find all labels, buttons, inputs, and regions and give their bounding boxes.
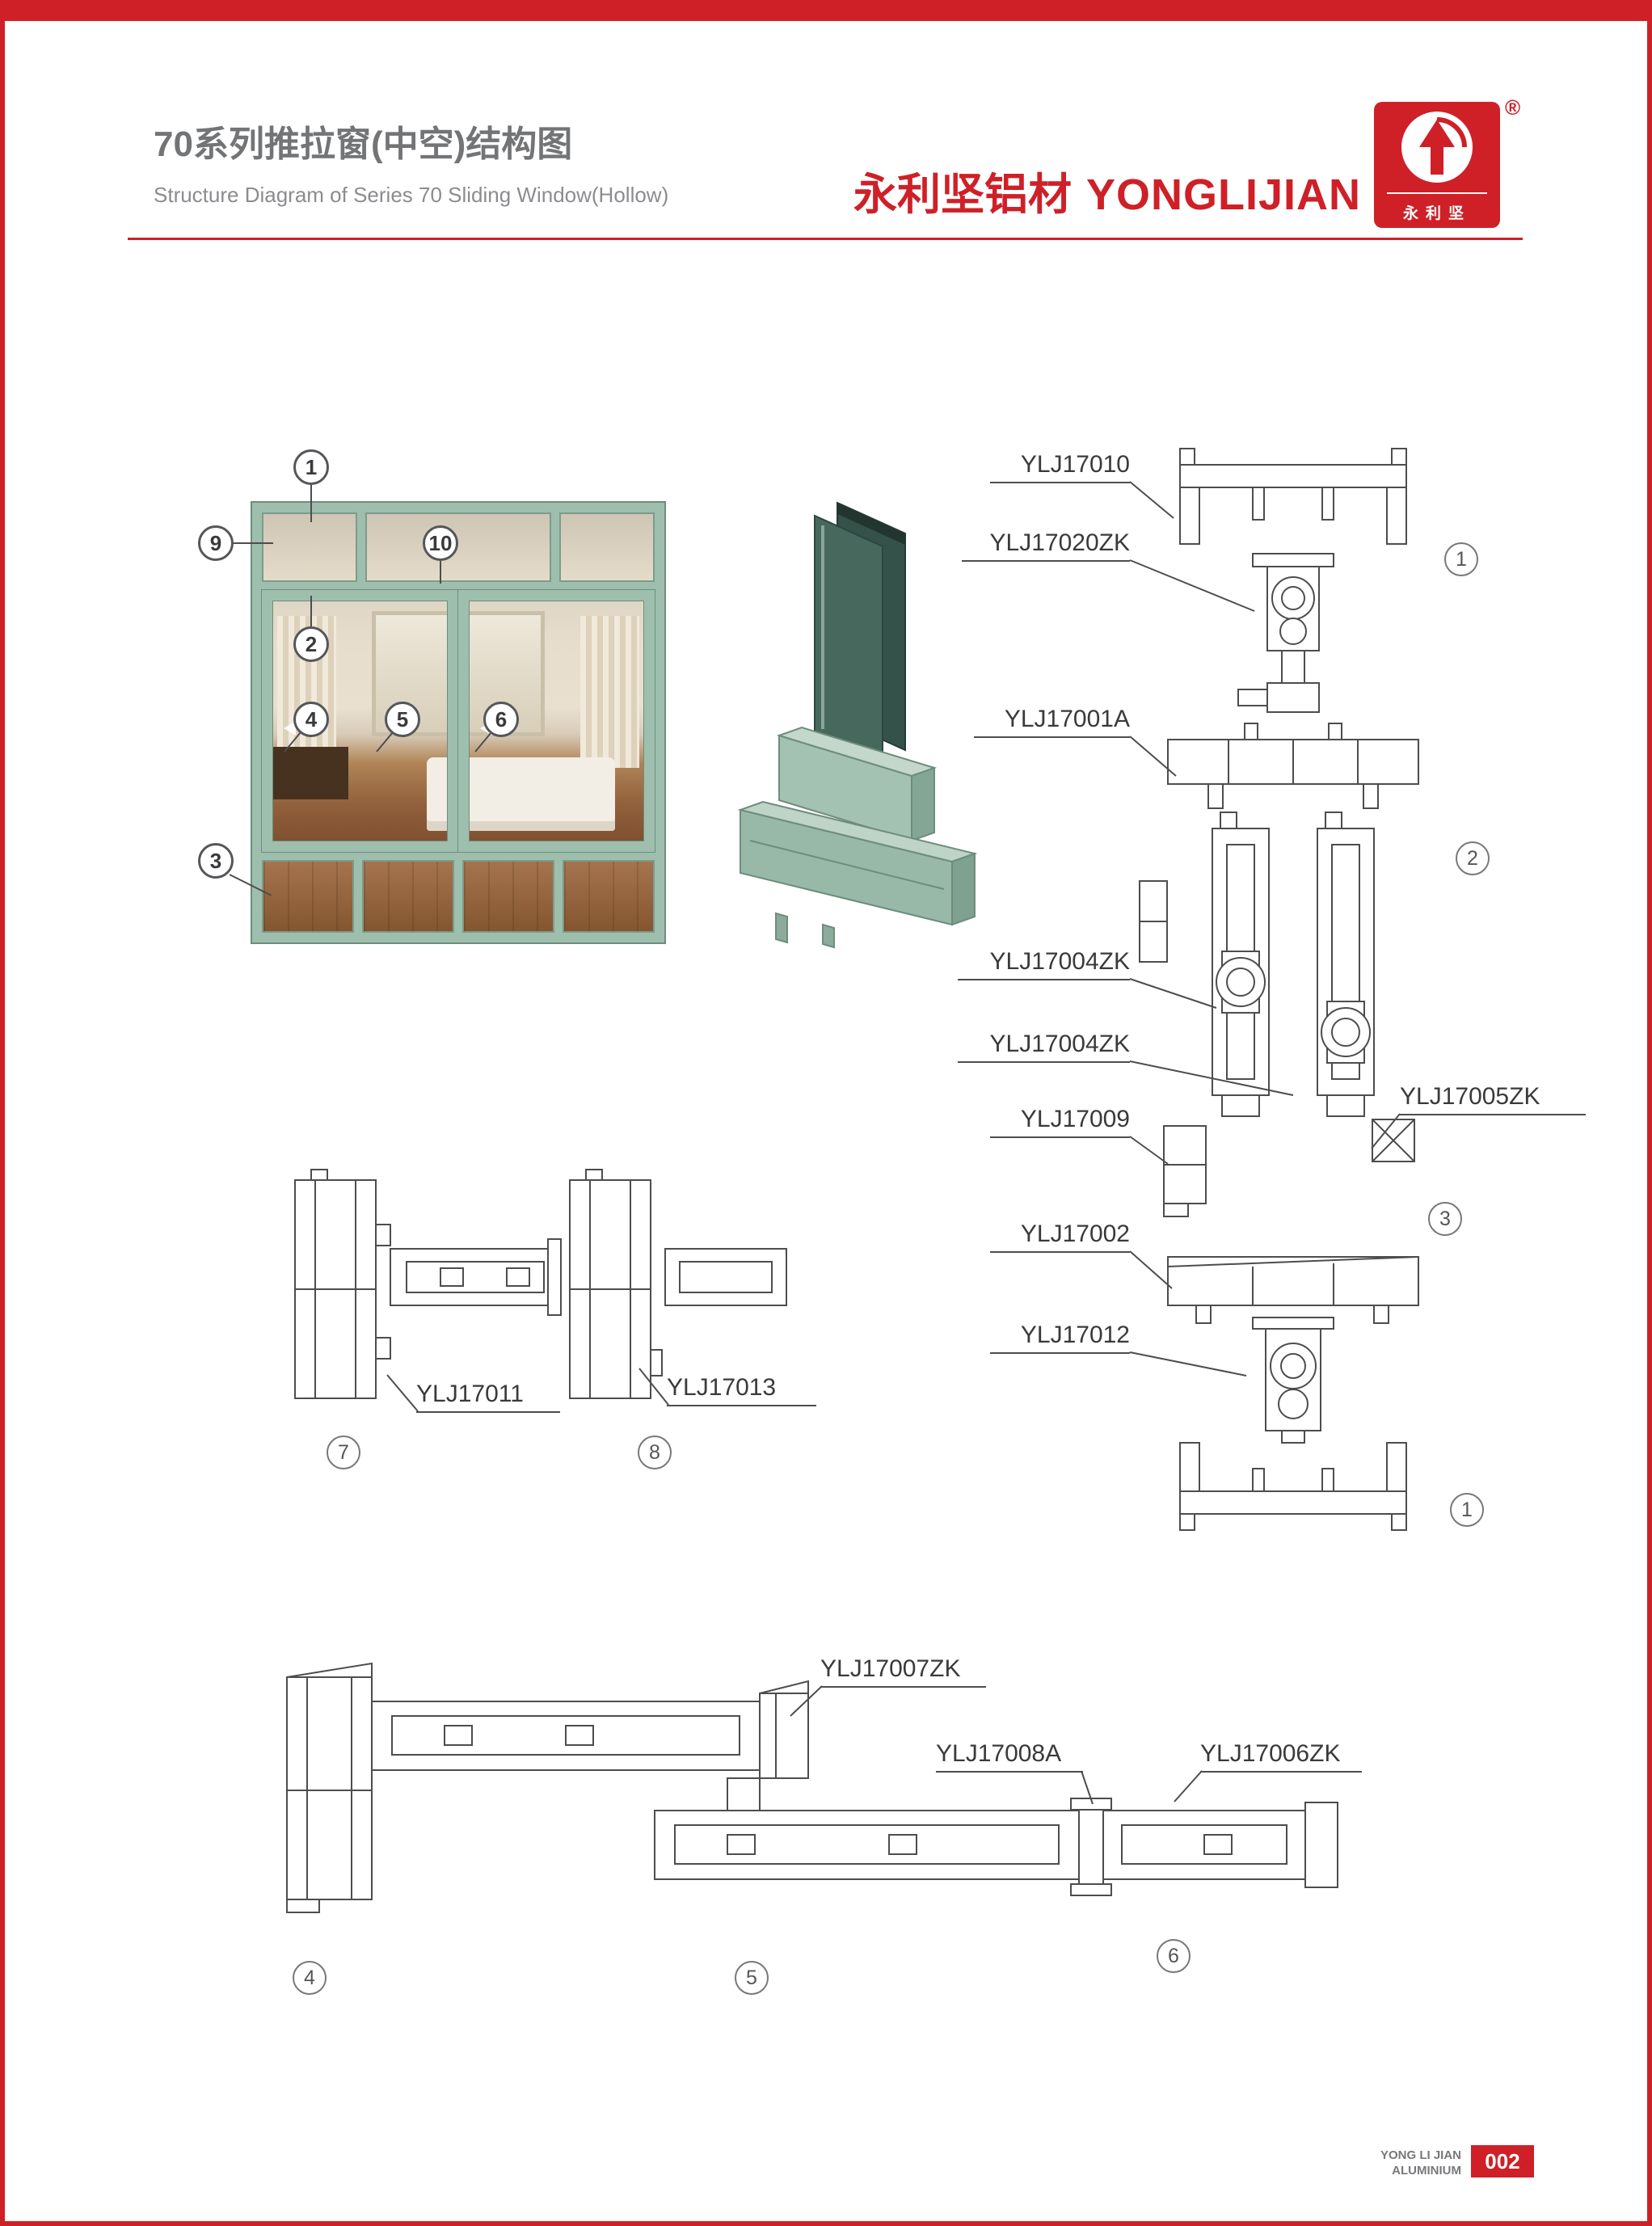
section-marker: 3 [1428, 1202, 1462, 1236]
window-callout: 10 [423, 525, 458, 561]
window-callout: 3 [198, 843, 234, 879]
part-label: YLJ17005ZK [1400, 1083, 1586, 1115]
section-marker: 6 [1157, 1939, 1191, 1973]
logo-characters: 永利坚 [1402, 205, 1471, 222]
part-label: YLJ17010 [990, 451, 1130, 483]
footer-brand-line2: ALUMINIUM [1392, 2163, 1461, 2178]
curtain-right [579, 616, 639, 769]
jamb-sections-drawing [294, 1169, 787, 1399]
window-callout: 5 [385, 702, 420, 737]
transom-row [262, 512, 655, 582]
bottom-pane [563, 860, 655, 933]
footer-brand: YONG LI JIAN ALUMINIUM [1309, 2148, 1461, 2179]
bottom-pane [262, 860, 354, 933]
bottom-pane [362, 860, 454, 933]
vertical-section-drawing [1139, 448, 1419, 1531]
transom-pane [365, 512, 551, 582]
page-title-cn: 70系列推拉窗(中空)结构图 [154, 124, 573, 164]
transom-pane [559, 512, 655, 582]
sliding-sash-left [262, 590, 458, 852]
part-label: YLJ17007ZK [820, 1655, 986, 1688]
brand-name-cn: 永利坚铝材 [853, 171, 1072, 219]
logo-divider [1387, 192, 1487, 194]
footer-brand-line1: YONG LI JIAN [1380, 2148, 1461, 2162]
part-label: YLJ17004ZK [958, 948, 1130, 980]
registered-trademark-icon: ® [1505, 95, 1521, 120]
section-marker: 5 [735, 1961, 769, 1995]
part-label: YLJ17011 [416, 1381, 560, 1413]
part-label: YLJ17002 [990, 1221, 1130, 1253]
part-label: YLJ17012 [990, 1322, 1130, 1354]
sliding-sash-right [458, 590, 655, 852]
section-marker: 1 [1450, 1493, 1484, 1527]
part-label: YLJ17006ZK [1200, 1740, 1362, 1773]
header-divider-rule [128, 238, 1523, 240]
window-callout: 9 [198, 525, 234, 561]
bottom-fixed-row [262, 860, 655, 933]
bottom-red-border [0, 2221, 1652, 2226]
brand-name: 永利坚铝材 YONGLIJIAN [727, 158, 1361, 222]
section-marker: 8 [638, 1436, 672, 1469]
bottom-pane [462, 860, 554, 933]
window-callout: 2 [293, 626, 329, 662]
left-red-border [0, 0, 5, 2226]
section-marker: 1 [1444, 542, 1478, 576]
profile-3d-render [737, 501, 978, 949]
part-label: YLJ17001A [974, 706, 1130, 738]
window-callout: 4 [293, 702, 329, 737]
window-callout: 1 [293, 449, 329, 485]
horizontal-section-drawing [286, 1662, 1338, 1913]
transom-pane [262, 512, 357, 582]
page-title-en: Structure Diagram of Series 70 Sliding W… [154, 183, 669, 207]
brand-name-en: YONGLIJIAN [1085, 171, 1361, 219]
window-callout: 6 [483, 702, 519, 737]
section-marker: 4 [293, 1961, 327, 1995]
top-red-bar [0, 0, 1652, 21]
part-label: YLJ17004ZK [958, 1031, 1130, 1063]
section-marker: 7 [327, 1436, 360, 1469]
part-label: YLJ17020ZK [962, 529, 1130, 562]
part-label: YLJ17008A [936, 1740, 1083, 1773]
page-number-badge: 002 [1471, 2145, 1534, 2178]
part-label: YLJ17009 [990, 1106, 1130, 1138]
tv-cabinet [262, 747, 348, 800]
brand-logo: 永利坚 [1374, 102, 1500, 228]
section-marker: 2 [1456, 841, 1490, 875]
logo-emblem-icon [1401, 112, 1473, 183]
right-red-border [1647, 0, 1652, 2226]
part-label: YLJ17013 [667, 1374, 816, 1406]
